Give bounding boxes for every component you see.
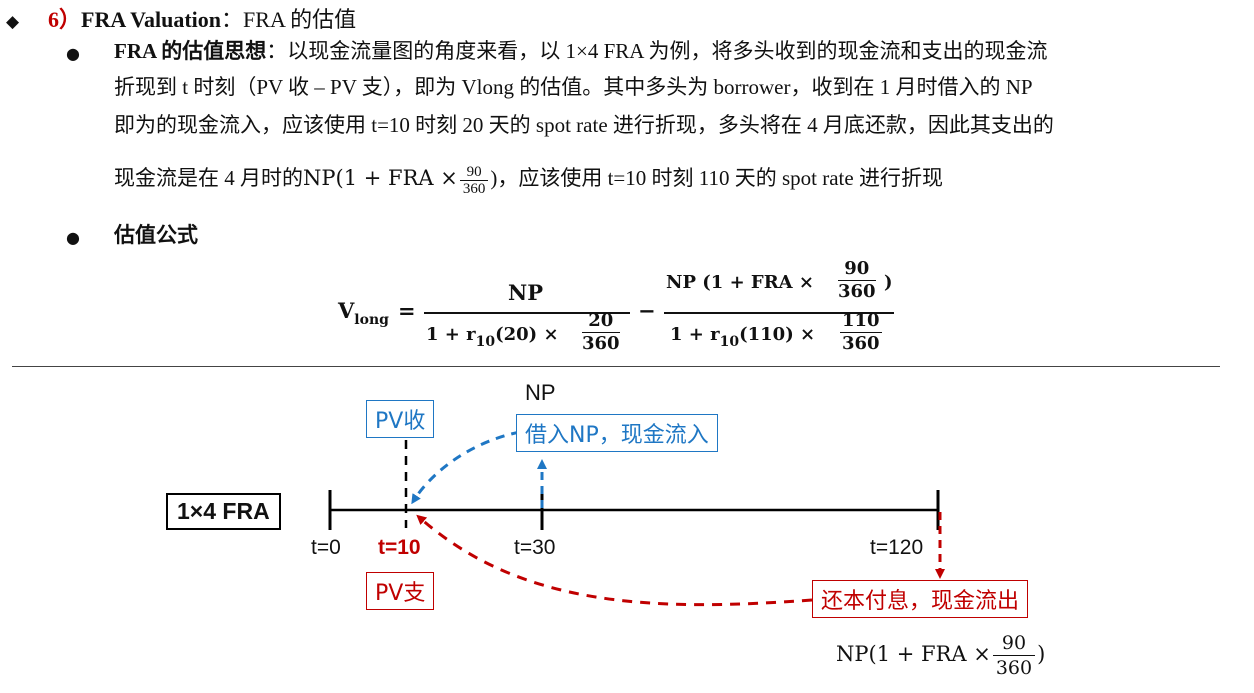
- discount-outflow-curve: [416, 514, 813, 607]
- valuation-formula: Vlong = NP 1 + r10(20) × 20 360 − NP (1 …: [338, 258, 894, 354]
- formula-equals: =: [398, 298, 416, 323]
- paragraph-line-1: FRA 的估值思想：以现金流量图的角度来看，以 1×4 FRA 为例，将多头收到…: [114, 39, 1048, 63]
- tick-label-t120: t=120: [870, 536, 924, 559]
- inflow-box: 借入NP，现金流入: [516, 414, 718, 452]
- heading-title-cn: FRA 的估值: [243, 7, 357, 32]
- term1-den-fraction: 20 360: [582, 310, 620, 354]
- term2-numerator: NP (1 + FRA ×: [666, 272, 814, 293]
- tick-label-t0: t=0: [311, 536, 341, 559]
- paragraph-line-3: 即为的现金流入，应该使用 t=10 时刻 20 天的 spot rate 进行折…: [114, 113, 1054, 137]
- heading-number: 6）: [48, 7, 82, 32]
- term1-numerator: NP: [508, 280, 543, 305]
- term2-denominator: 1 + r10(110) ×: [670, 324, 816, 350]
- section-heading: ◆6）FRA Valuation：FRA 的估值: [6, 7, 357, 32]
- section1-label: FRA 的估值思想: [114, 39, 267, 63]
- term1-fraction-bar: [424, 312, 630, 314]
- paragraph-line-2: 折现到 t 时刻（PV 收 – PV 支），即为 Vlong 的估值。其中多头为…: [114, 75, 1033, 99]
- term2-den-fraction: 110 360: [840, 310, 882, 354]
- outflow-box: 还本付息，现金流出: [812, 580, 1029, 618]
- np-label: NP: [525, 380, 556, 405]
- heading-title-en: FRA Valuation: [81, 7, 222, 32]
- term2-fraction-bar: [664, 312, 894, 314]
- pv-out-box: PV支: [366, 572, 435, 610]
- section2-label: 估值公式: [114, 223, 198, 247]
- section-divider: [12, 366, 1220, 367]
- bullet-icon: ●: [66, 44, 80, 63]
- term2-num-fraction: 90 360: [838, 258, 876, 302]
- tick-label-t30: t=30: [514, 536, 556, 559]
- pv-in-box: PV收: [366, 400, 435, 438]
- tick-label-t10: t=10: [378, 536, 421, 559]
- bullet-icon: ●: [66, 228, 80, 247]
- formula-minus: −: [638, 298, 656, 323]
- formula-lhs: Vlong: [338, 298, 389, 328]
- term1-denominator: 1 + r10(20) ×: [426, 324, 559, 350]
- fra-label-box: 1×4 FRA: [166, 493, 281, 530]
- discount-inflow-curve: [411, 430, 521, 505]
- diamond-bullet-icon: ◆: [6, 12, 20, 32]
